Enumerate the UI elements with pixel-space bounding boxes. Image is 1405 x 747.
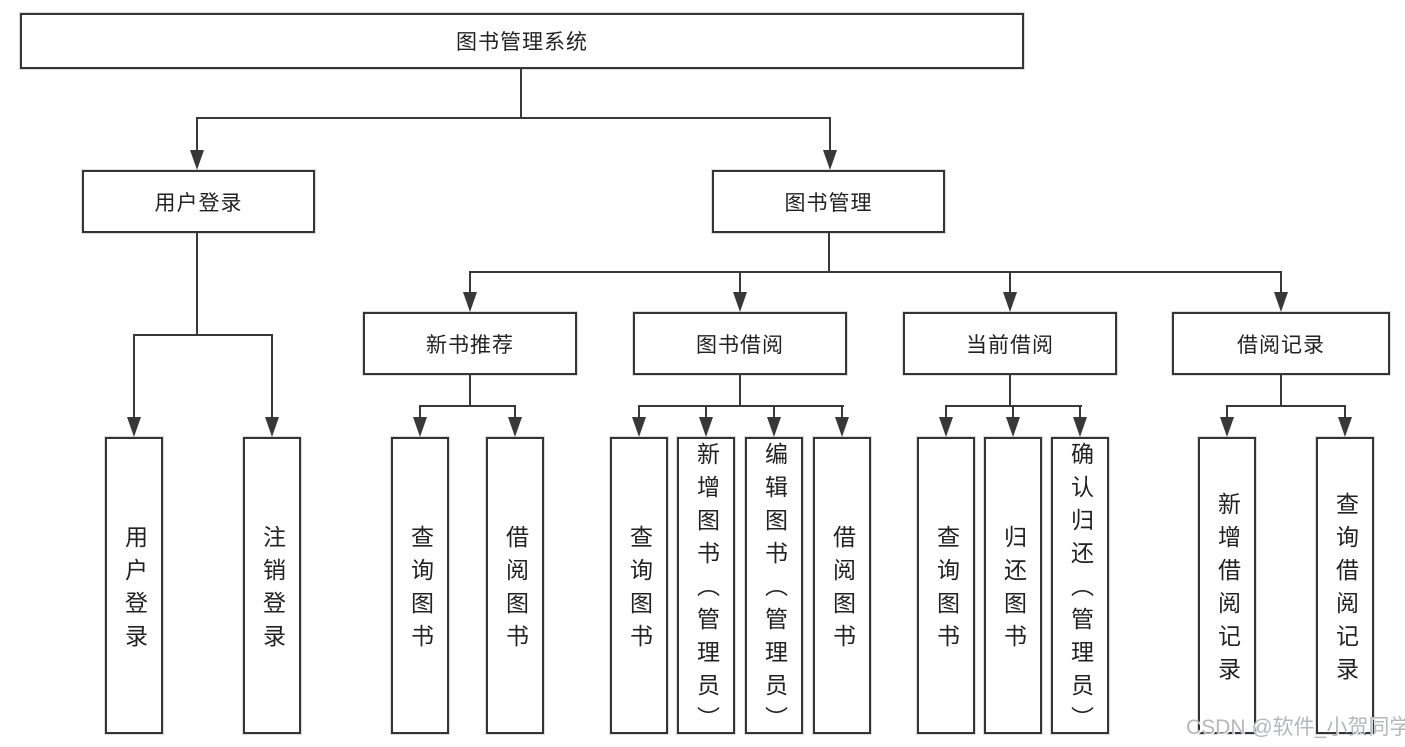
- leaf-label: 查询借阅记录: [1332, 491, 1359, 690]
- leaf-query-borrow-record: 查询借阅记录: [1316, 437, 1374, 734]
- arrowhead: [508, 417, 522, 437]
- leaf-query-books-current: 查询图书: [917, 437, 975, 734]
- leaf-add-borrow-record: 新增借阅记录: [1198, 437, 1256, 734]
- leaf-query-books-borrow: 查询图书: [610, 437, 668, 734]
- arrowhead: [463, 292, 477, 312]
- connector-line: [514, 405, 516, 419]
- arrowhead: [835, 417, 849, 437]
- connector-line: [829, 117, 831, 155]
- arrowhead: [1274, 292, 1288, 312]
- arrowhead: [1006, 417, 1020, 437]
- node-root-label: 图书管理系统: [456, 31, 588, 54]
- leaf-label: 新增借阅记录: [1214, 491, 1241, 690]
- node-book-management-label: 图书管理: [784, 191, 873, 215]
- connector-line: [196, 117, 198, 155]
- connector-line: [520, 68, 522, 118]
- csdn-watermark: CSDN @软件_小贺同学: [1186, 716, 1405, 739]
- connector-line: [469, 373, 471, 407]
- connector-line: [271, 334, 273, 418]
- node-book-borrow: 图书借阅: [633, 312, 847, 375]
- arrowhead: [1220, 417, 1234, 437]
- leaf-add-books-admin: 新增图书（管理员）: [677, 437, 735, 739]
- connector-line: [739, 373, 741, 407]
- node-user-login-label: 用户登录: [154, 191, 243, 215]
- leaf-user-login: 用户登录: [105, 437, 163, 734]
- node-root: 图书管理系统: [20, 13, 1024, 69]
- node-user-login: 用户登录: [82, 170, 315, 233]
- arrowhead: [699, 417, 713, 437]
- connector-line: [1344, 405, 1346, 419]
- connector-line: [419, 405, 516, 407]
- leaf-label: 查询图书: [407, 524, 434, 657]
- arrowhead: [1003, 292, 1017, 312]
- leaf-label: 注销登录: [259, 524, 286, 657]
- connector-line: [1009, 271, 1011, 293]
- connector-line: [1280, 373, 1282, 407]
- leaf-label: 借阅图书: [829, 524, 856, 657]
- arrowhead: [265, 417, 279, 437]
- node-new-book-recommend: 新书推荐: [363, 312, 577, 375]
- node-book-management: 图书管理: [712, 170, 945, 233]
- connector-line: [419, 405, 421, 419]
- node-current-borrow-label: 当前借阅: [966, 333, 1054, 357]
- leaf-label: 新增图书（管理员）: [693, 442, 720, 739]
- leaf-label: 借阅图书: [502, 524, 529, 657]
- leaf-label: 归还图书: [1000, 524, 1027, 657]
- connector-line: [133, 334, 135, 418]
- leaf-return-books: 归还图书: [984, 437, 1042, 734]
- node-book-borrow-label: 图书借阅: [696, 333, 784, 357]
- connector-line: [773, 405, 775, 419]
- leaf-label: 用户登录: [121, 524, 148, 657]
- connector-line: [469, 271, 471, 293]
- arrowhead: [190, 150, 204, 170]
- arrowhead: [127, 417, 141, 437]
- node-borrow-records: 借阅记录: [1172, 312, 1390, 375]
- arrowhead: [1338, 417, 1352, 437]
- leaf-confirm-return-admin: 确认归还（管理员）: [1051, 437, 1109, 739]
- connector-line: [1012, 405, 1014, 419]
- connector-line: [739, 271, 741, 293]
- arrowhead: [1073, 417, 1087, 437]
- arrowhead: [939, 417, 953, 437]
- connector-line: [828, 232, 830, 273]
- leaf-logout: 注销登录: [243, 437, 301, 734]
- connector-line: [638, 405, 640, 419]
- leaf-borrow-books-recommend: 借阅图书: [486, 437, 544, 734]
- connector-line: [638, 405, 844, 407]
- connector-line: [1009, 373, 1011, 407]
- arrowhead: [767, 417, 781, 437]
- node-current-borrow: 当前借阅: [903, 312, 1117, 375]
- arrowhead: [632, 417, 646, 437]
- connector-line: [841, 405, 843, 419]
- connector-line: [1280, 271, 1282, 293]
- connector-line: [705, 405, 707, 419]
- arrowhead: [823, 150, 837, 170]
- leaf-label: 查询图书: [933, 524, 960, 657]
- leaf-query-books-recommend: 查询图书: [391, 437, 449, 734]
- connector-line: [133, 334, 273, 336]
- node-new-book-recommend-label: 新书推荐: [426, 333, 514, 357]
- connector-line: [196, 117, 831, 119]
- connector-line: [1226, 405, 1346, 407]
- arrowhead: [733, 292, 747, 312]
- arrowhead: [413, 417, 427, 437]
- leaf-borrow-books: 借阅图书: [813, 437, 871, 734]
- leaf-label: 编辑图书（管理员）: [761, 442, 788, 739]
- leaf-label: 确认归还（管理员）: [1067, 442, 1094, 739]
- connector-line: [1079, 405, 1081, 419]
- connector-line: [196, 232, 198, 335]
- connector-line: [469, 271, 1282, 273]
- leaf-edit-books-admin: 编辑图书（管理员）: [745, 437, 803, 739]
- connector-line: [1226, 405, 1228, 419]
- node-borrow-records-label: 借阅记录: [1237, 333, 1325, 357]
- leaf-label: 查询图书: [626, 524, 653, 657]
- connector-line: [945, 405, 947, 419]
